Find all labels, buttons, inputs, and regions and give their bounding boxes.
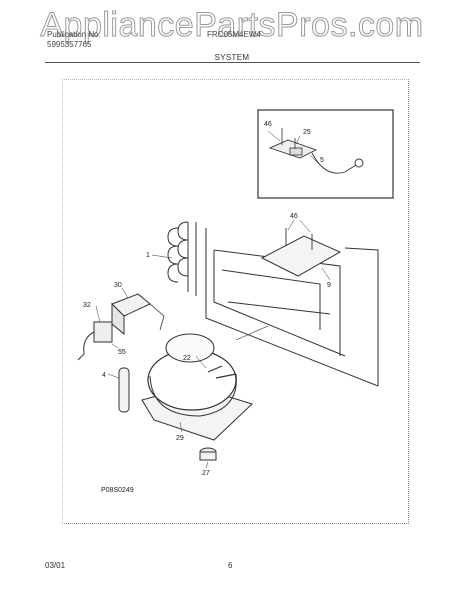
grommet [199, 447, 217, 469]
footer-page-number: 6 [228, 561, 233, 570]
callout-4: 4 [102, 372, 106, 379]
evaporator-coil [167, 221, 197, 296]
cover-plate [260, 219, 342, 281]
callout-5: 5 [320, 157, 324, 164]
relay-overload [77, 287, 165, 361]
publication-label: Publication No. [47, 30, 101, 39]
callout-46-inset: 46 [264, 121, 272, 128]
callout-29: 29 [176, 435, 184, 442]
header-rule [45, 62, 420, 63]
callout-55: 55 [118, 349, 126, 356]
callout-46: 46 [290, 213, 298, 220]
callout-9: 9 [327, 282, 331, 289]
callout-32: 32 [83, 302, 91, 309]
callout-27: 27 [202, 470, 210, 477]
callout-30: 30 [114, 282, 122, 289]
footer-date: 03/01 [45, 561, 66, 570]
cabinet-outline [205, 228, 379, 387]
diagram-frame [62, 79, 409, 524]
diagram-code: P08S0249 [101, 487, 134, 494]
filter-dryer [107, 367, 130, 413]
model-number: FRC05M4EW4 [207, 30, 261, 39]
section-title: SYSTEM [214, 53, 250, 62]
callout-25: 25 [303, 129, 311, 136]
callout-22: 22 [183, 355, 191, 362]
callout-1: 1 [146, 252, 150, 259]
publication-number: 5995357765 [47, 40, 92, 49]
compressor [141, 333, 253, 441]
inset-box [257, 109, 394, 199]
